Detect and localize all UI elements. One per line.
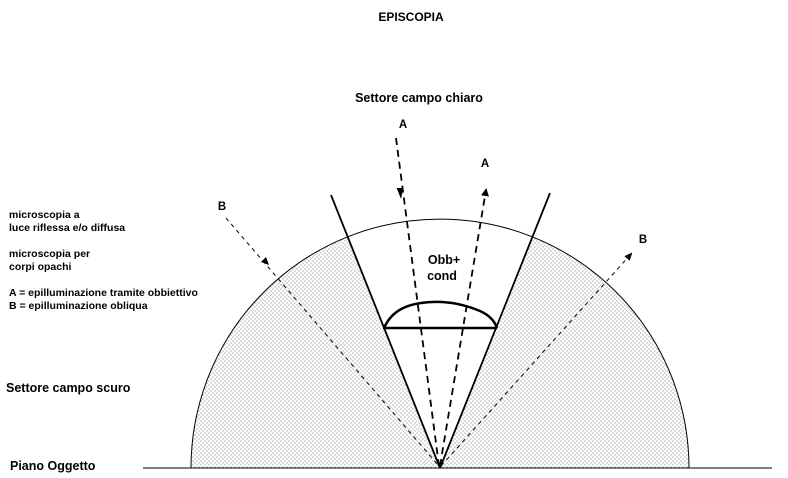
ray-b-incident-arrowhead <box>261 257 269 265</box>
note-line-5: A = epilluminazione tramite obbiettivo <box>9 287 198 299</box>
objective-label-line2: cond <box>427 269 457 283</box>
note-line-1: microscopia a <box>9 209 80 221</box>
diagram-title: EPISCOPIA <box>378 10 444 24</box>
ray-b-reflected-label: B <box>639 234 647 246</box>
dark-field-label: Settore campo scuro <box>6 381 131 395</box>
hemisphere-arc <box>190 218 690 469</box>
ray-b-incident <box>225 217 439 466</box>
ray-b-incident-label: B <box>218 201 226 213</box>
ray-a-reflected-label: A <box>481 158 489 170</box>
dark-field-sector-right <box>440 236 689 468</box>
bright-field-label: Settore campo chiaro <box>355 91 483 105</box>
note-line-6: B = epilluminazione obliqua <box>9 300 148 312</box>
objective-label-line1: Obb+ <box>428 253 460 267</box>
lens-curved-side <box>382 300 499 329</box>
note-line-4: corpi opachi <box>9 261 72 273</box>
note-line-3: microscopia per <box>9 248 90 260</box>
object-plane-label: Piano Oggetto <box>10 459 96 473</box>
dark-field-sector-left <box>191 236 440 468</box>
note-line-2: luce riflessa e/o diffusa <box>9 222 125 234</box>
ray-a-incident-label: A <box>399 119 407 131</box>
ray-a-incident-arrowhead <box>396 188 404 199</box>
ray-a-reflected <box>439 188 489 467</box>
bright-field-cone-left-edge <box>330 194 441 469</box>
bright-field-cone-right-edge <box>439 192 551 469</box>
